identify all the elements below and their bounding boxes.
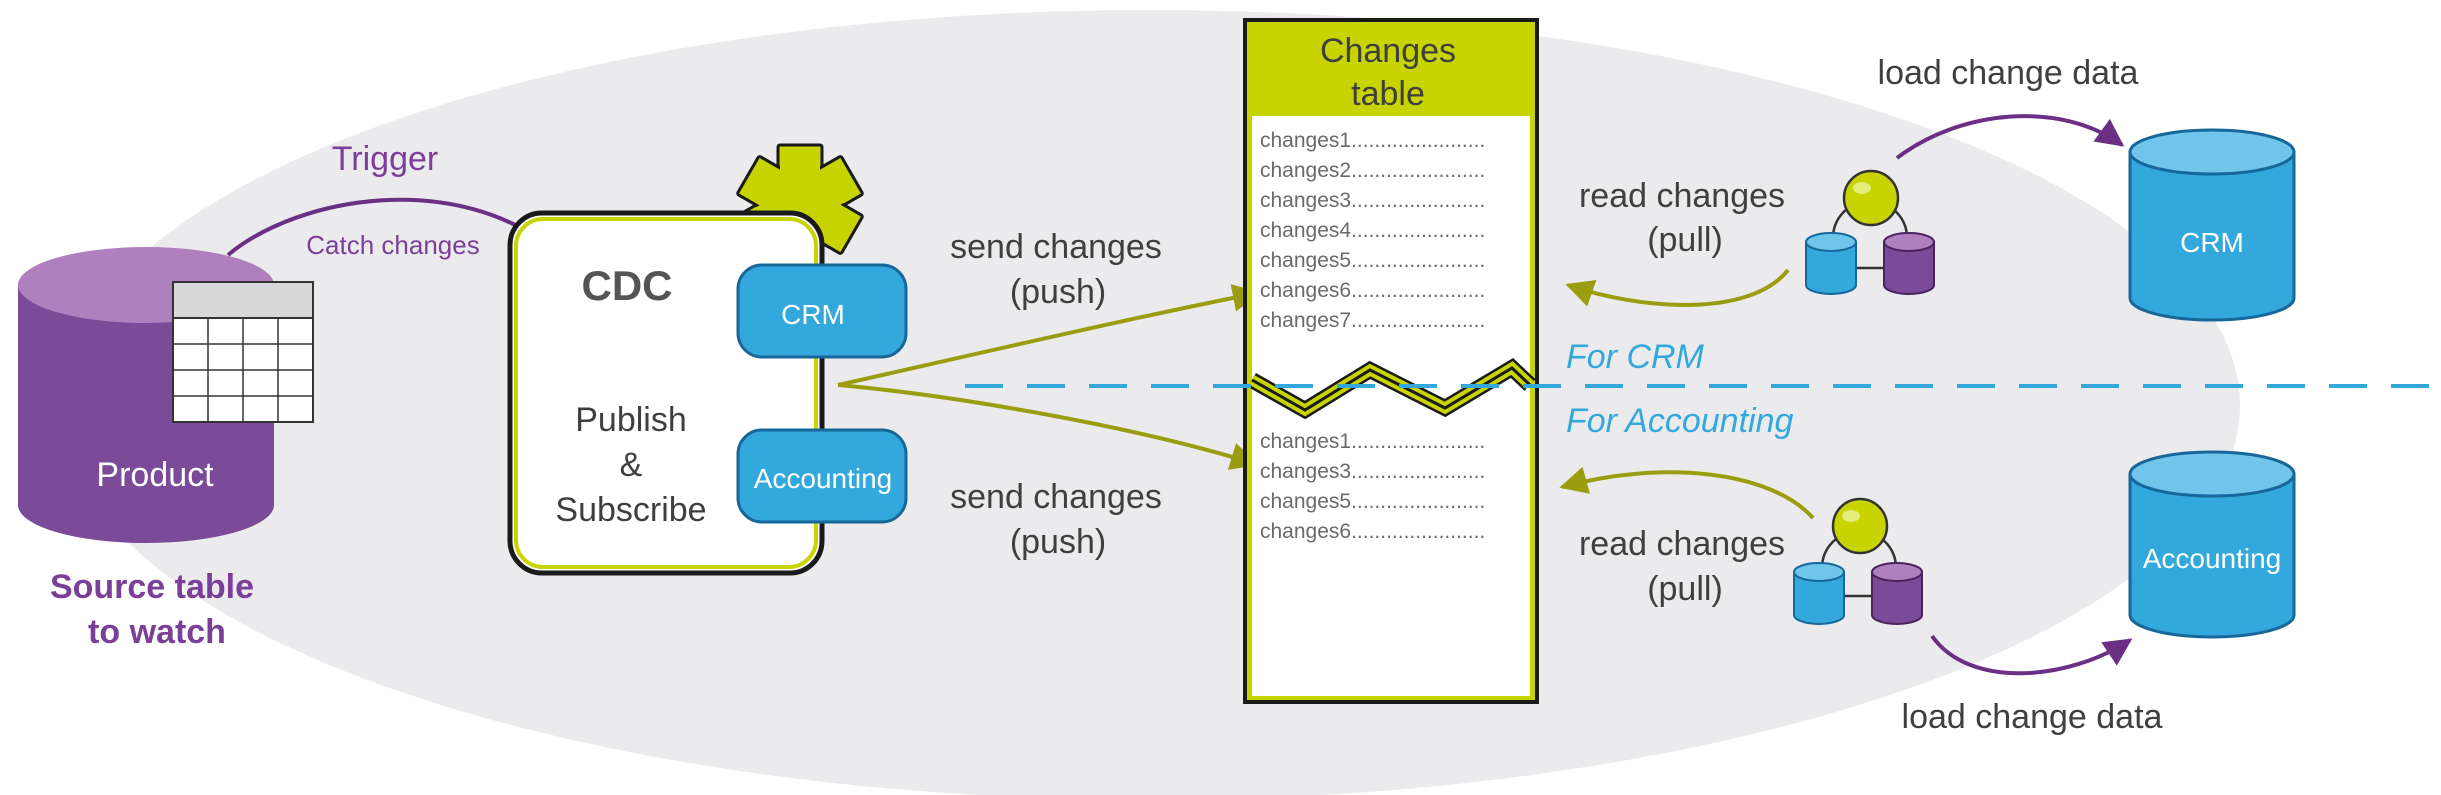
cdc-tag-crm-label: CRM [781,299,845,330]
load-top-label: load change data [1878,54,2139,92]
source-caption-line1: Source table [50,568,254,606]
accounting-change-row-3: changes5....................... [1260,490,1485,513]
crm-change-row-5: changes5....................... [1260,249,1485,272]
cdc-tag-accounting: Accounting [736,428,908,524]
accounting-change-row-2: changes3....................... [1260,460,1485,483]
cdc-line1: Publish [575,401,687,439]
changes-table [1243,18,1539,704]
table-grid-icon [172,281,314,423]
push-top-line2: (push) [1010,273,1106,311]
crm-change-row-6: changes6....................... [1260,279,1485,302]
changes-table-title-line1: Changes [1320,32,1456,70]
catch-changes-label: Catch changes [306,230,479,260]
cdc-tag-accounting-label: Accounting [754,463,893,494]
crm-change-row-2: changes2....................... [1260,159,1485,182]
divider-crm-label: For CRM [1566,338,1705,376]
accounting-change-rows: changes1....................... changes3.… [1260,430,1485,543]
pull-arrow-crm [1565,268,1790,307]
source-db-label: Product [96,456,214,494]
target-accounting-database: Accounting [2128,450,2296,639]
subscriber-accounting-icon [1793,497,1923,625]
push-bottom-line1: send changes [950,478,1162,516]
pull-bottom-line2: (pull) [1647,570,1723,608]
load-arrow-accounting [1930,634,2133,676]
cdc-line3: Subscribe [555,491,706,529]
process-oval [60,10,2240,795]
pull-top-line1: read changes [1579,177,1785,215]
load-bottom-label: load change data [1902,698,2163,736]
push-arrow-crm [837,284,1261,387]
push-top-line1: send changes [950,228,1162,266]
accounting-change-row-1: changes1....................... [1260,430,1485,453]
crm-change-row-1: changes1....................... [1260,129,1485,152]
target-crm-label: CRM [2180,227,2244,258]
crm-change-rows: changes1....................... changes2.… [1260,129,1485,332]
load-arrow-crm [1895,114,2125,160]
crm-change-row-3: changes3....................... [1260,189,1485,212]
pull-top-line2: (pull) [1647,221,1723,259]
divider-accounting-label: For Accounting [1566,402,1793,440]
target-crm-database: CRM [2128,128,2296,322]
push-bottom-line2: (push) [1010,523,1106,561]
crm-change-row-7: changes7....................... [1260,309,1485,332]
target-accounting-label: Accounting [2143,543,2282,574]
accounting-change-row-4: changes6....................... [1260,520,1485,543]
subscriber-crm-icon [1805,169,1935,295]
push-arrow-accounting [837,383,1259,470]
cdc-title: CDC [582,262,673,309]
changes-table-title-line2: table [1351,75,1425,113]
pull-arrow-accounting [1559,466,1815,520]
crm-change-row-4: changes4....................... [1260,219,1485,242]
pull-bottom-line1: read changes [1579,525,1785,563]
source-caption-line2: to watch [88,613,226,651]
trigger-label: Trigger [332,140,438,178]
cdc-tag-crm: CRM [736,263,908,359]
cdc-line2: & [620,446,643,484]
